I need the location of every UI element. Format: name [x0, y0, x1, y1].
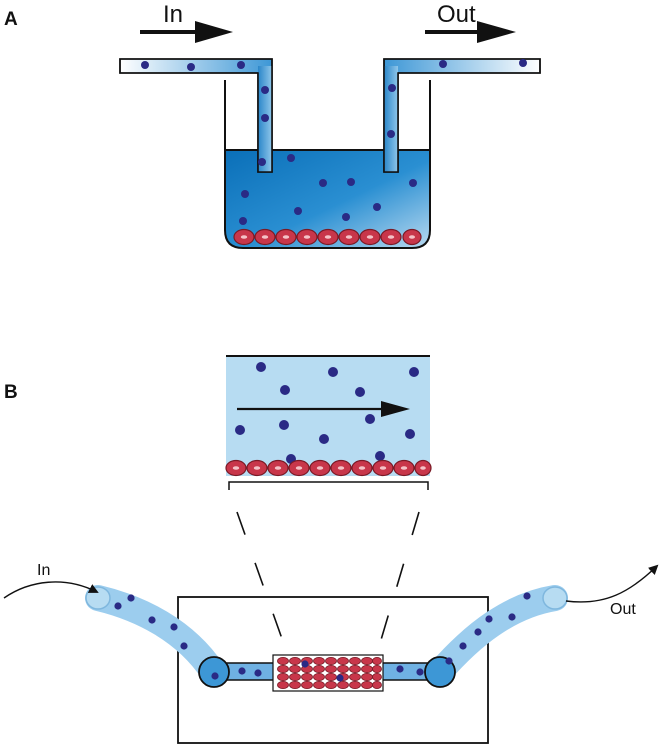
magnified-channel — [225, 355, 432, 490]
cell — [233, 228, 255, 246]
particle — [439, 60, 447, 68]
particle — [256, 362, 266, 372]
particle — [141, 61, 149, 69]
cell — [267, 459, 289, 477]
particle — [261, 114, 269, 122]
particle — [301, 660, 309, 668]
particle — [254, 669, 262, 677]
particle — [342, 213, 350, 221]
particle — [261, 86, 269, 94]
panel-a-inlet-arrow — [140, 21, 233, 43]
cell — [393, 459, 415, 477]
panel-b-inlet-label: In — [37, 562, 50, 579]
particle — [287, 154, 295, 162]
panel-b: B — [3, 355, 659, 744]
particle — [319, 179, 327, 187]
particle — [280, 385, 290, 395]
panel-a-particles — [141, 59, 527, 225]
cell — [330, 459, 352, 477]
particle — [474, 628, 482, 636]
cell — [338, 228, 360, 246]
culture-medium — [224, 149, 431, 249]
magnification-bracket — [228, 481, 429, 490]
particle — [328, 367, 338, 377]
panel-a: A In Out — [4, 1, 541, 249]
particle — [508, 613, 516, 621]
inlet-port — [198, 656, 230, 688]
cell — [275, 228, 297, 246]
outlet-tubing — [427, 585, 568, 685]
cell — [317, 228, 339, 246]
particle — [523, 592, 531, 600]
particle — [241, 190, 249, 198]
particle — [180, 642, 188, 650]
chip-cell-patch — [272, 654, 384, 692]
particle — [347, 178, 355, 186]
panel-b-letter: B — [4, 382, 18, 403]
particle — [396, 665, 404, 673]
outlet-tubing-end — [542, 586, 568, 610]
particle — [365, 414, 375, 424]
cell — [225, 459, 247, 477]
particle — [416, 668, 424, 676]
particle — [409, 179, 417, 187]
flow-direction-arrowhead — [381, 401, 410, 417]
particle — [409, 367, 419, 377]
inlet-tubing-end — [85, 586, 111, 610]
panel-a-inlet-label: In — [163, 1, 183, 28]
particle — [445, 657, 453, 665]
particle — [170, 623, 178, 631]
particle — [373, 203, 381, 211]
particle — [239, 217, 247, 225]
particle — [127, 594, 135, 602]
cell — [351, 459, 373, 477]
particle — [319, 434, 329, 444]
panel-a-cell-layer — [233, 228, 422, 246]
outlet-port — [424, 656, 456, 688]
cell — [288, 459, 310, 477]
inlet-tubing — [85, 585, 226, 685]
particle — [294, 207, 302, 215]
cell — [246, 459, 268, 477]
panel-a-outlet-label: Out — [437, 1, 476, 28]
panel-a-letter: A — [4, 9, 18, 30]
particle — [187, 63, 195, 71]
particle — [375, 451, 385, 461]
particle — [148, 616, 156, 624]
panel-b-outlet-label: Out — [610, 601, 636, 618]
particle — [405, 429, 415, 439]
cell — [254, 228, 276, 246]
particle — [279, 420, 289, 430]
cell — [296, 228, 318, 246]
particle — [237, 61, 245, 69]
particle — [336, 674, 344, 682]
cell — [414, 459, 432, 477]
panel-b-inlet-arrow — [3, 581, 99, 599]
panel-b-outlet-arrow — [565, 564, 659, 603]
particle — [114, 602, 122, 610]
particle — [388, 84, 396, 92]
particle — [459, 642, 467, 650]
zoom-guide-lines — [236, 511, 420, 651]
cell — [380, 228, 402, 246]
particle — [519, 59, 527, 67]
cell — [372, 459, 394, 477]
particle — [238, 667, 246, 675]
outlet-tube-vertical — [384, 66, 398, 172]
cell — [309, 459, 331, 477]
cell — [402, 228, 422, 246]
particle — [485, 615, 493, 623]
panel-a-outlet-arrow — [425, 21, 516, 43]
particle — [387, 130, 395, 138]
cell — [359, 228, 381, 246]
particle — [211, 672, 219, 680]
particle — [235, 425, 245, 435]
magnified-cell-layer — [225, 459, 432, 477]
particle — [355, 387, 365, 397]
microfluidic-chip — [177, 596, 489, 744]
panel-b-particles — [114, 592, 531, 682]
particle — [258, 158, 266, 166]
